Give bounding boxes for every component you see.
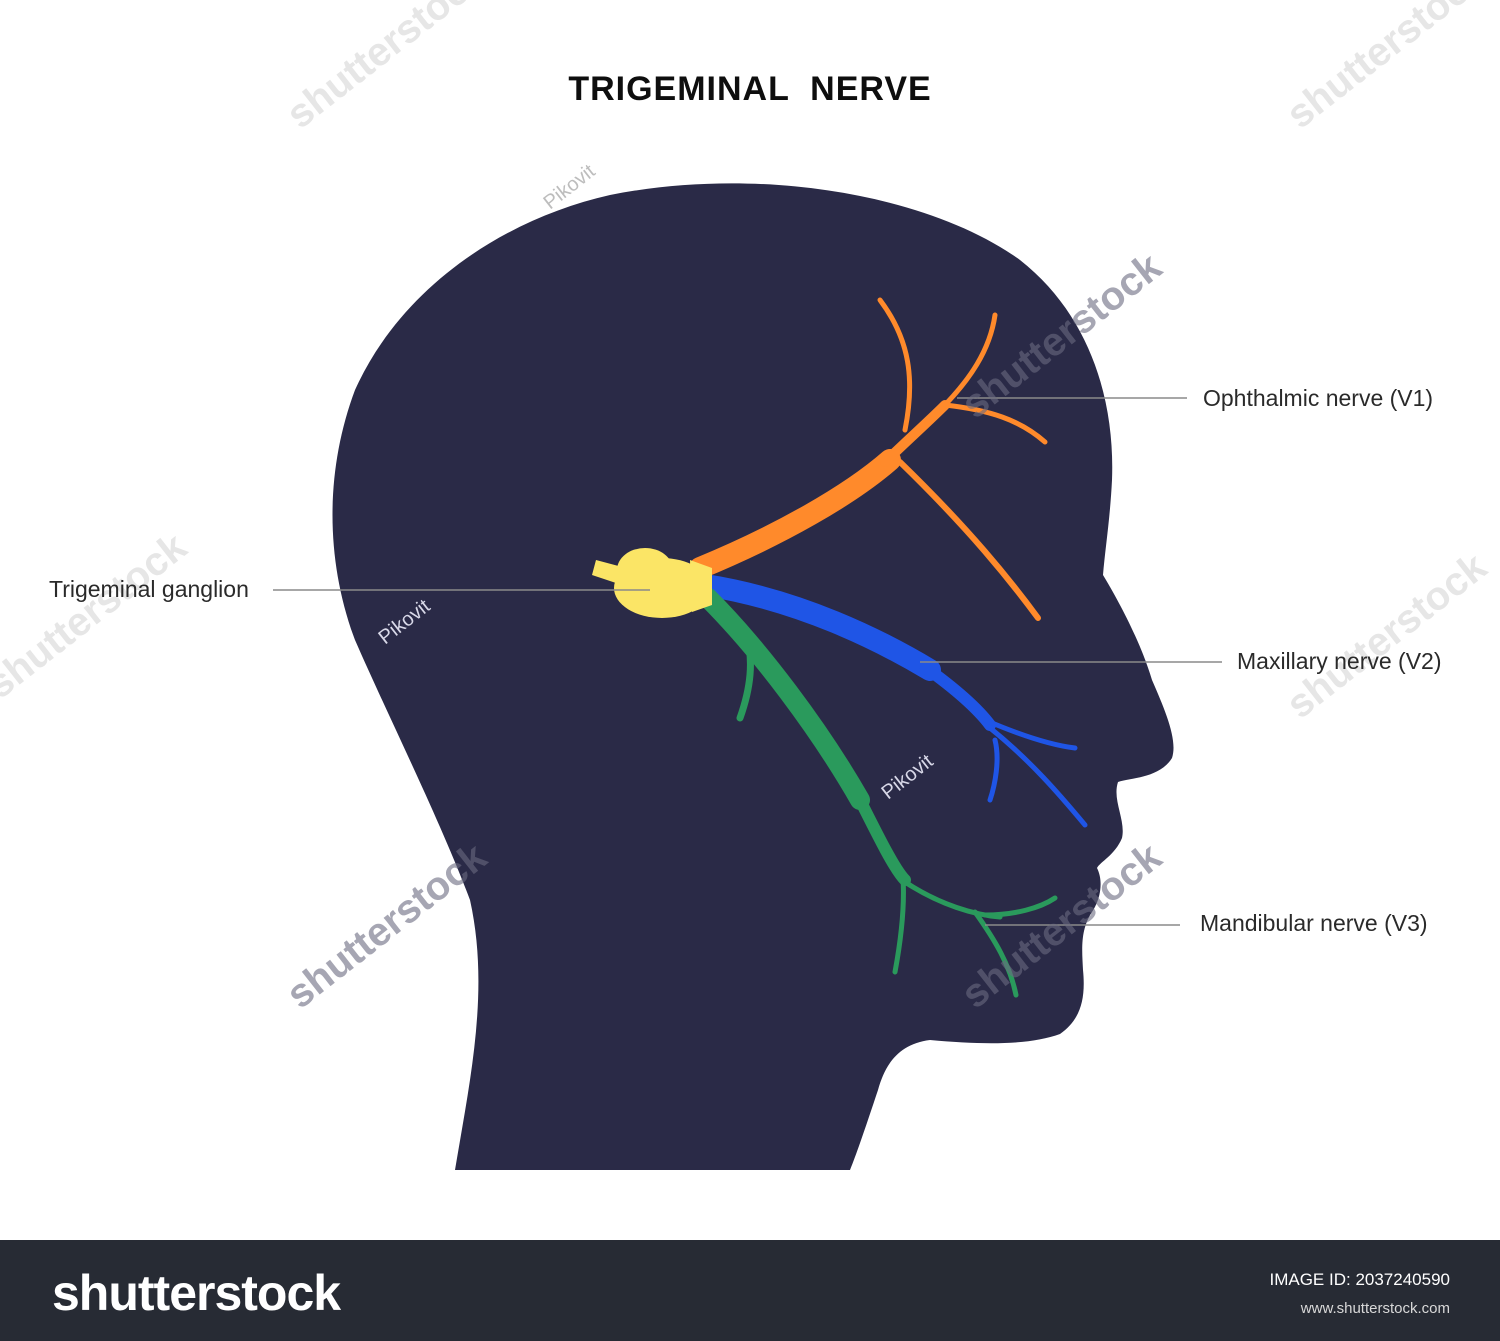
mandibular-nerve [698,588,1058,998]
footer-bar: shutterstock IMAGE ID: 2037240590 www.sh… [0,1240,1500,1341]
diagram-title: TRIGEMINAL NERVE [568,70,932,108]
label-mandibular-nerve: Mandibular nerve (V3) [1200,910,1428,936]
maxillary-nerve [694,574,1088,828]
label-maxillary-nerve: Maxillary nerve (V2) [1237,648,1442,674]
watermark-shutterstock: shutterstock [1278,544,1495,727]
trigeminal-nerve-diagram: shutterstock shutterstock shutterstock s… [0,0,1495,1171]
watermark-shutterstock: shutterstock [278,0,495,137]
shutterstock-logo[interactable]: shutterstock [52,1265,341,1321]
ophthalmic-nerve [689,297,1048,621]
site-url[interactable]: www.shutterstock.com [1300,1300,1450,1317]
image-id: IMAGE ID: 2037240590 [1269,1270,1450,1289]
leader-lines [273,397,1222,926]
watermark-shutterstock: shutterstock [1278,0,1495,137]
watermark-shutterstock: shutterstock [0,524,195,707]
label-ophthalmic-nerve: Ophthalmic nerve (V1) [1203,385,1434,411]
watermark-shutterstock: shutterstock [278,834,495,1017]
trigeminal-ganglion [592,548,712,618]
label-trigeminal-ganglion: Trigeminal ganglion [49,576,249,602]
